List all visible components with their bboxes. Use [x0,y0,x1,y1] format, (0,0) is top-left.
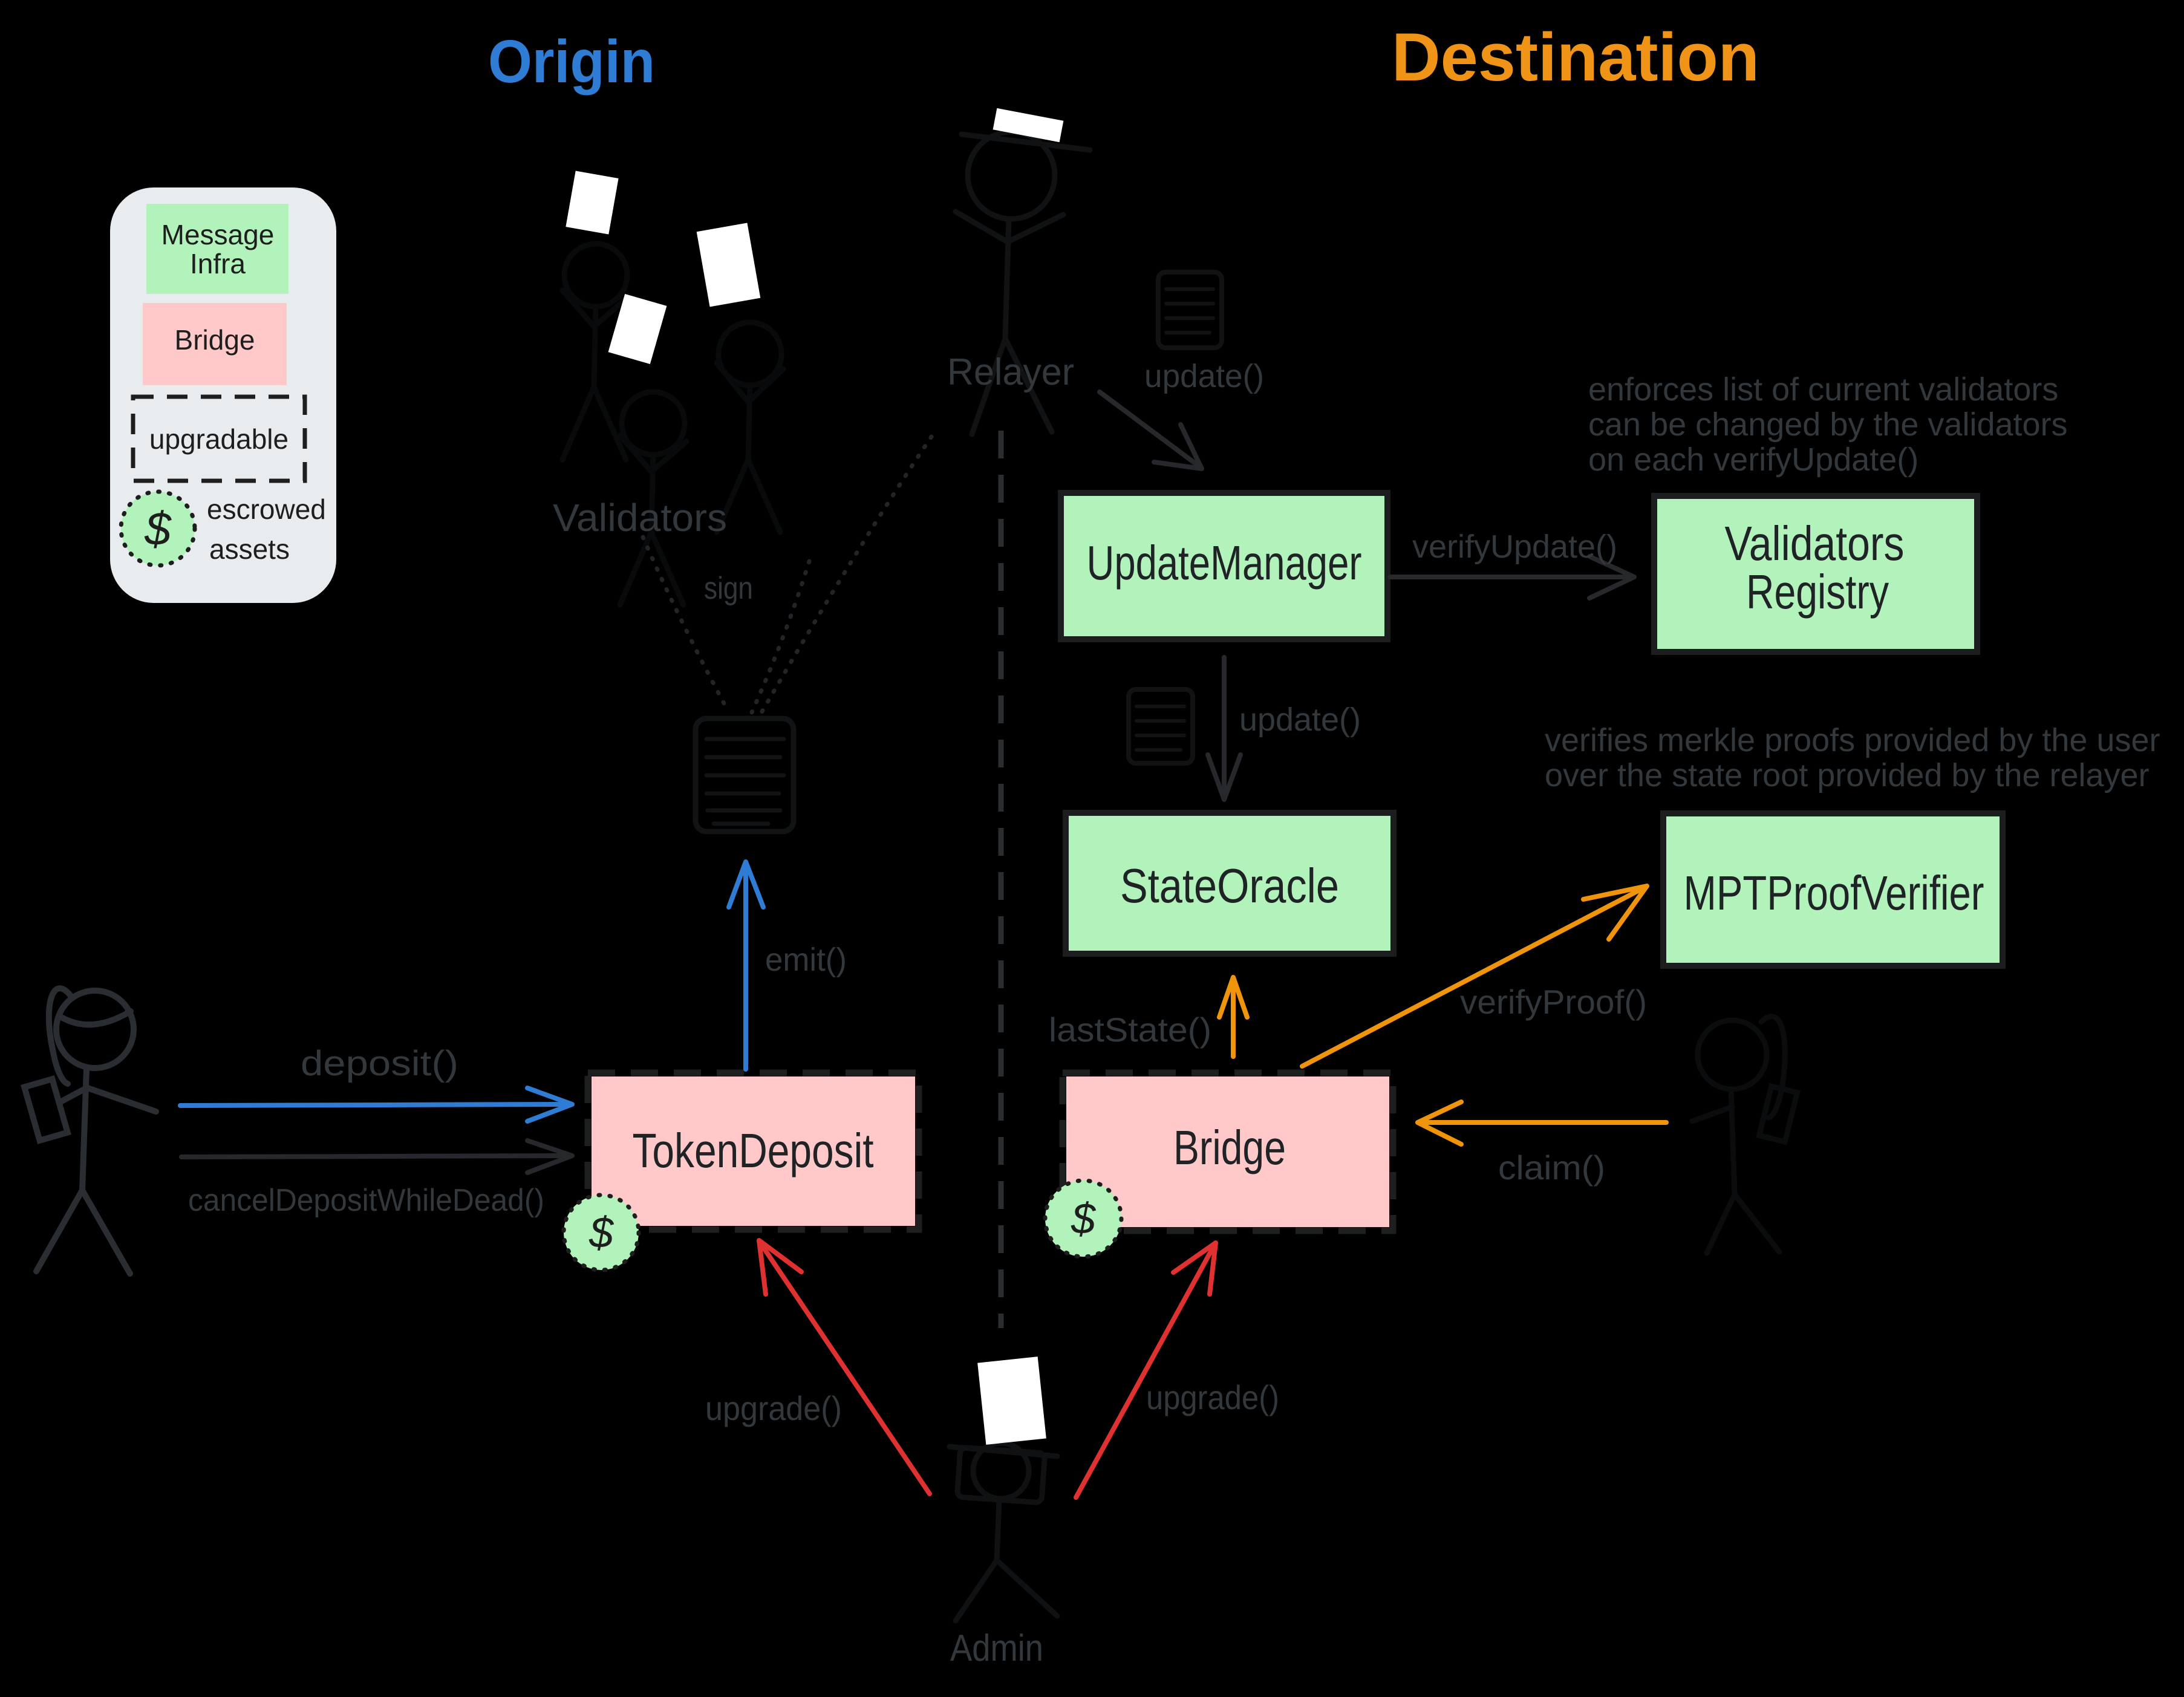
svg-text:update(): update() [1239,702,1361,738]
svg-text:MPTProofVerifier: MPTProofVerifier [1684,866,1984,920]
svg-text:enforces list of current valid: enforces list of current validators [1588,371,2058,408]
svg-text:$: $ [144,502,172,555]
svg-text:upgradable: upgradable [149,423,288,455]
svg-text:upgrade(): upgrade() [1146,1378,1279,1416]
svg-text:Validators: Validators [553,496,727,539]
svg-text:claim(): claim() [1498,1148,1605,1187]
svg-text:Admin: Admin [950,1627,1043,1669]
svg-text:Bridge: Bridge [175,324,255,356]
svg-text:upgrade(): upgrade() [705,1389,842,1427]
svg-text:UpdateManager: UpdateManager [1087,536,1362,590]
svg-text:Message: Message [161,219,275,250]
svg-text:verifyProof(): verifyProof() [1460,983,1647,1021]
svg-text:StateOracle: StateOracle [1120,859,1339,913]
svg-text:on each verifyUpdate(): on each verifyUpdate() [1588,441,1918,478]
svg-text:TokenDeposit: TokenDeposit [633,1124,874,1177]
svg-text:Infra: Infra [190,248,246,279]
svg-text:Destination: Destination [1392,19,1759,95]
svg-text:Relayer: Relayer [947,351,1074,393]
svg-text:emit(): emit() [765,942,847,978]
svg-text:cancelDepositWhileDead(): cancelDepositWhileDead() [188,1183,544,1218]
svg-text:verifies merkle proofs provide: verifies merkle proofs provided by the u… [1545,722,2160,758]
svg-text:Validators: Validators [1725,516,1905,570]
svg-text:assets: assets [209,533,290,565]
svg-text:Origin: Origin [488,28,655,96]
svg-text:deposit(): deposit() [301,1044,458,1083]
svg-text:sign: sign [704,571,753,606]
svg-text:Registry: Registry [1746,565,1889,619]
svg-text:over the state root provided b: over the state root provided by the rela… [1545,757,2150,793]
svg-text:can be changed by the validato: can be changed by the validators [1588,406,2068,443]
svg-text:$: $ [1071,1195,1097,1243]
svg-text:escrowed: escrowed [207,493,326,525]
svg-text:lastState(): lastState() [1049,1011,1211,1049]
svg-text:update(): update() [1144,358,1264,394]
svg-text:Bridge: Bridge [1173,1121,1286,1174]
svg-text:$: $ [588,1209,614,1257]
svg-text:verifyUpdate(): verifyUpdate() [1412,529,1617,565]
